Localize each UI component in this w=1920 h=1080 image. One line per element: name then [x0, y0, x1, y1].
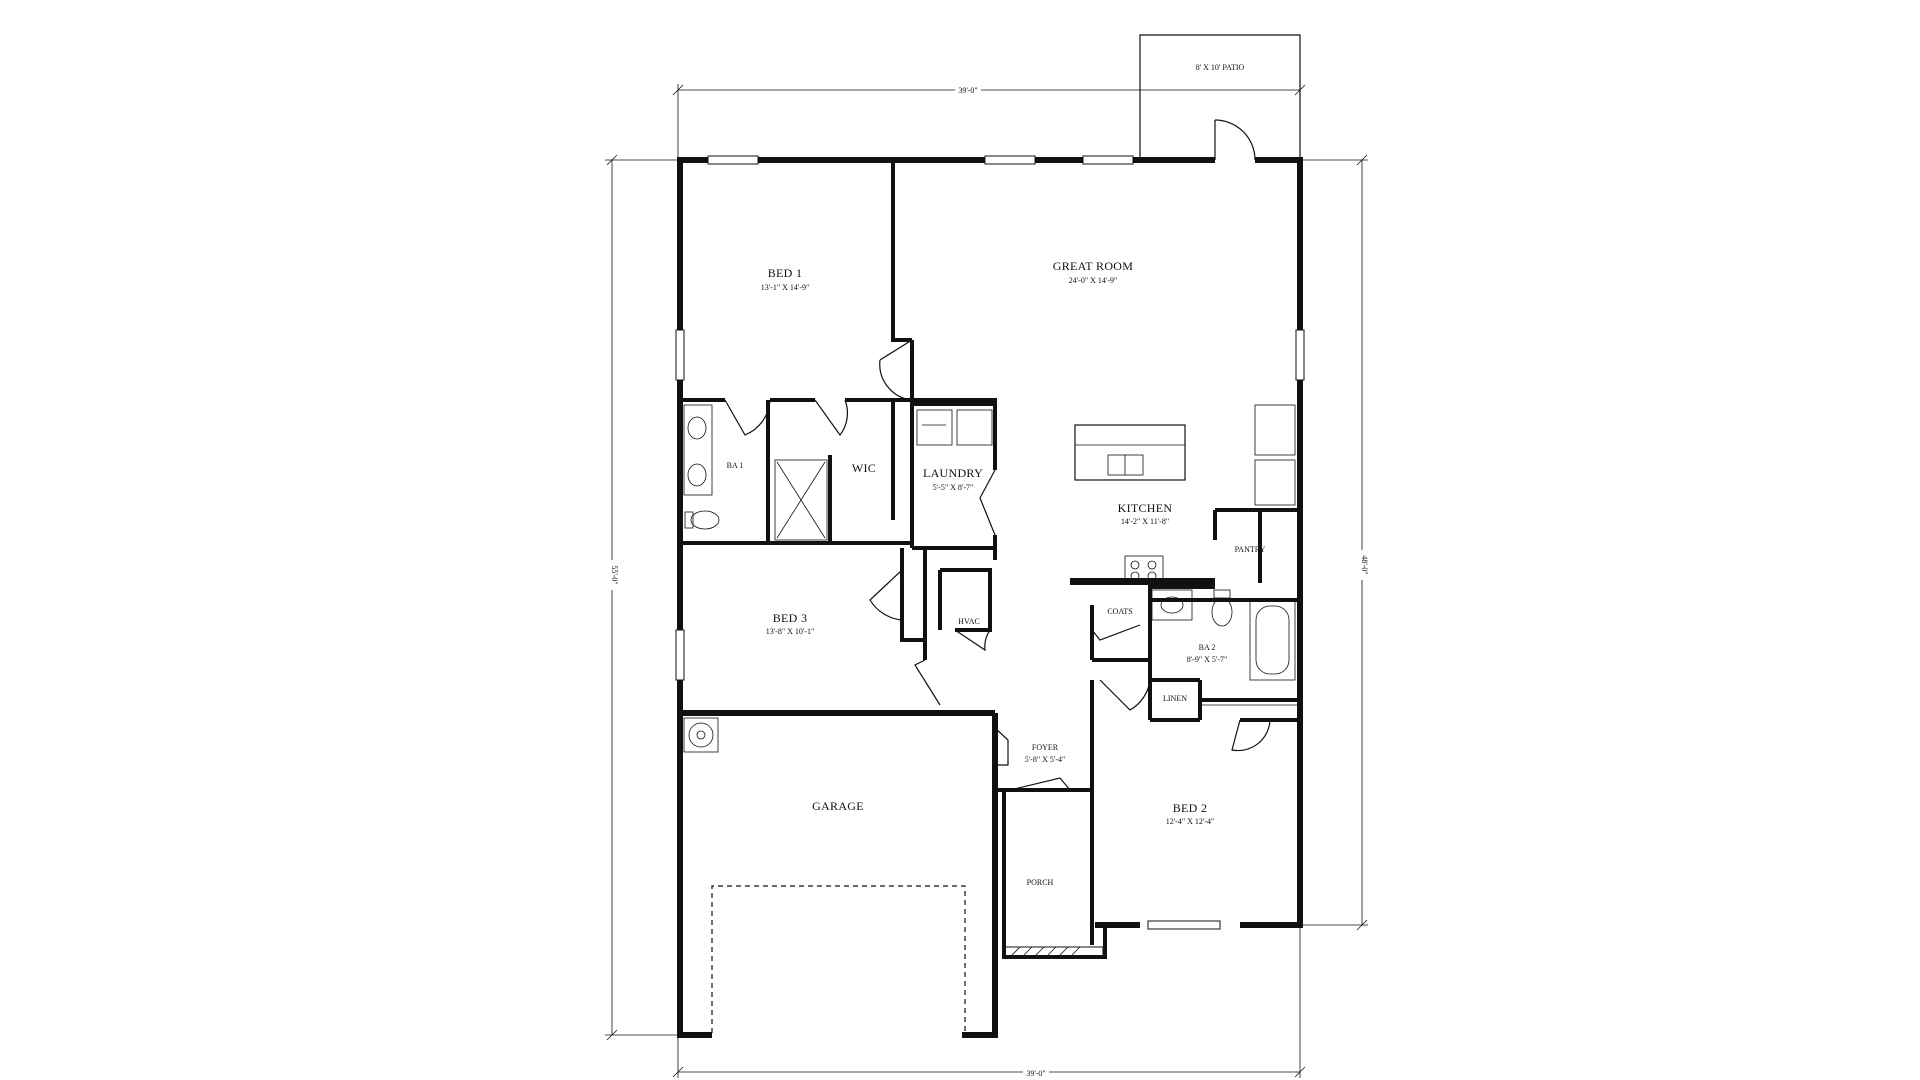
room-ba-2: BA 2 8'-9" X 5'-7"	[1187, 643, 1228, 664]
ba-2-dims: 8'-9" X 5'-7"	[1187, 655, 1228, 664]
kitchen-dims: 14'-2" X 11'-8"	[1121, 517, 1169, 526]
patio-label: 8' X 10' PATIO	[1196, 63, 1245, 72]
laundry-dims: 5'-5" X 8'-7"	[933, 483, 974, 492]
linen-name: LINEN	[1163, 694, 1187, 703]
right-depth-dimension: 48'-0"	[1360, 555, 1369, 574]
top-width-dimension: 39'-0"	[958, 86, 977, 95]
foyer-dims: 5'-8" X 5'-4"	[1025, 755, 1066, 764]
room-linen: LINEN	[1163, 694, 1187, 703]
room-great-room: GREAT ROOM 24'-0" X 14'-9"	[1053, 259, 1133, 285]
room-kitchen: KITCHEN 14'-2" X 11'-8"	[1118, 501, 1173, 526]
dimension-lines	[605, 84, 1368, 1078]
patio-door	[1214, 119, 1256, 161]
bed-2-name: BED 2	[1173, 801, 1208, 815]
windows	[675, 155, 1305, 930]
bed-3-name: BED 3	[773, 611, 808, 625]
bed-3-dims: 13'-8" X 10'-1"	[766, 627, 815, 636]
bed-1-name: BED 1	[768, 266, 803, 280]
bed-2-dims: 12'-4" X 12'-4"	[1166, 817, 1215, 826]
kitchen-name: KITCHEN	[1118, 501, 1173, 515]
room-bed-2: BED 2 12'-4" X 12'-4"	[1166, 801, 1215, 826]
ba-2-name: BA 2	[1199, 643, 1216, 652]
coats-name: COATS	[1107, 607, 1132, 616]
room-porch: PORCH	[1027, 878, 1054, 887]
porch-name: PORCH	[1027, 878, 1054, 887]
room-laundry: LAUNDRY 5'-5" X 8'-7"	[923, 466, 983, 492]
wic-name: WIC	[852, 461, 876, 475]
room-ba-1: BA 1	[727, 461, 744, 470]
hvac-name: HVAC	[958, 617, 980, 626]
patio	[1139, 34, 1301, 160]
interior-walls	[680, 160, 1300, 925]
great-room-name: GREAT ROOM	[1053, 259, 1133, 273]
left-depth-dimension: 55'-0"	[610, 565, 619, 584]
fixtures	[683, 400, 1300, 1033]
laundry-name: LAUNDRY	[923, 466, 983, 480]
bottom-width-dimension: 39'-0"	[1026, 1069, 1045, 1078]
room-bed-1: BED 1 13'-1" X 14'-9"	[761, 266, 810, 292]
pantry-name: PANTRY	[1235, 545, 1266, 554]
room-wic: WIC	[852, 461, 876, 475]
ba-1-name: BA 1	[727, 461, 744, 470]
foyer-name: FOYER	[1032, 743, 1059, 752]
room-coats: COATS	[1107, 607, 1132, 616]
garage-name: GARAGE	[812, 799, 864, 813]
bed-1-dims: 13'-1" X 14'-9"	[761, 283, 810, 292]
interior-doors	[724, 339, 1271, 791]
great-room-dims: 24'-0" X 14'-9"	[1069, 276, 1118, 285]
room-bed-3: BED 3 13'-8" X 10'-1"	[766, 611, 815, 636]
room-foyer: FOYER 5'-8" X 5'-4"	[1025, 743, 1066, 764]
room-pantry: PANTRY	[1235, 545, 1266, 554]
room-garage: GARAGE	[812, 799, 864, 813]
room-hvac: HVAC	[958, 617, 980, 626]
